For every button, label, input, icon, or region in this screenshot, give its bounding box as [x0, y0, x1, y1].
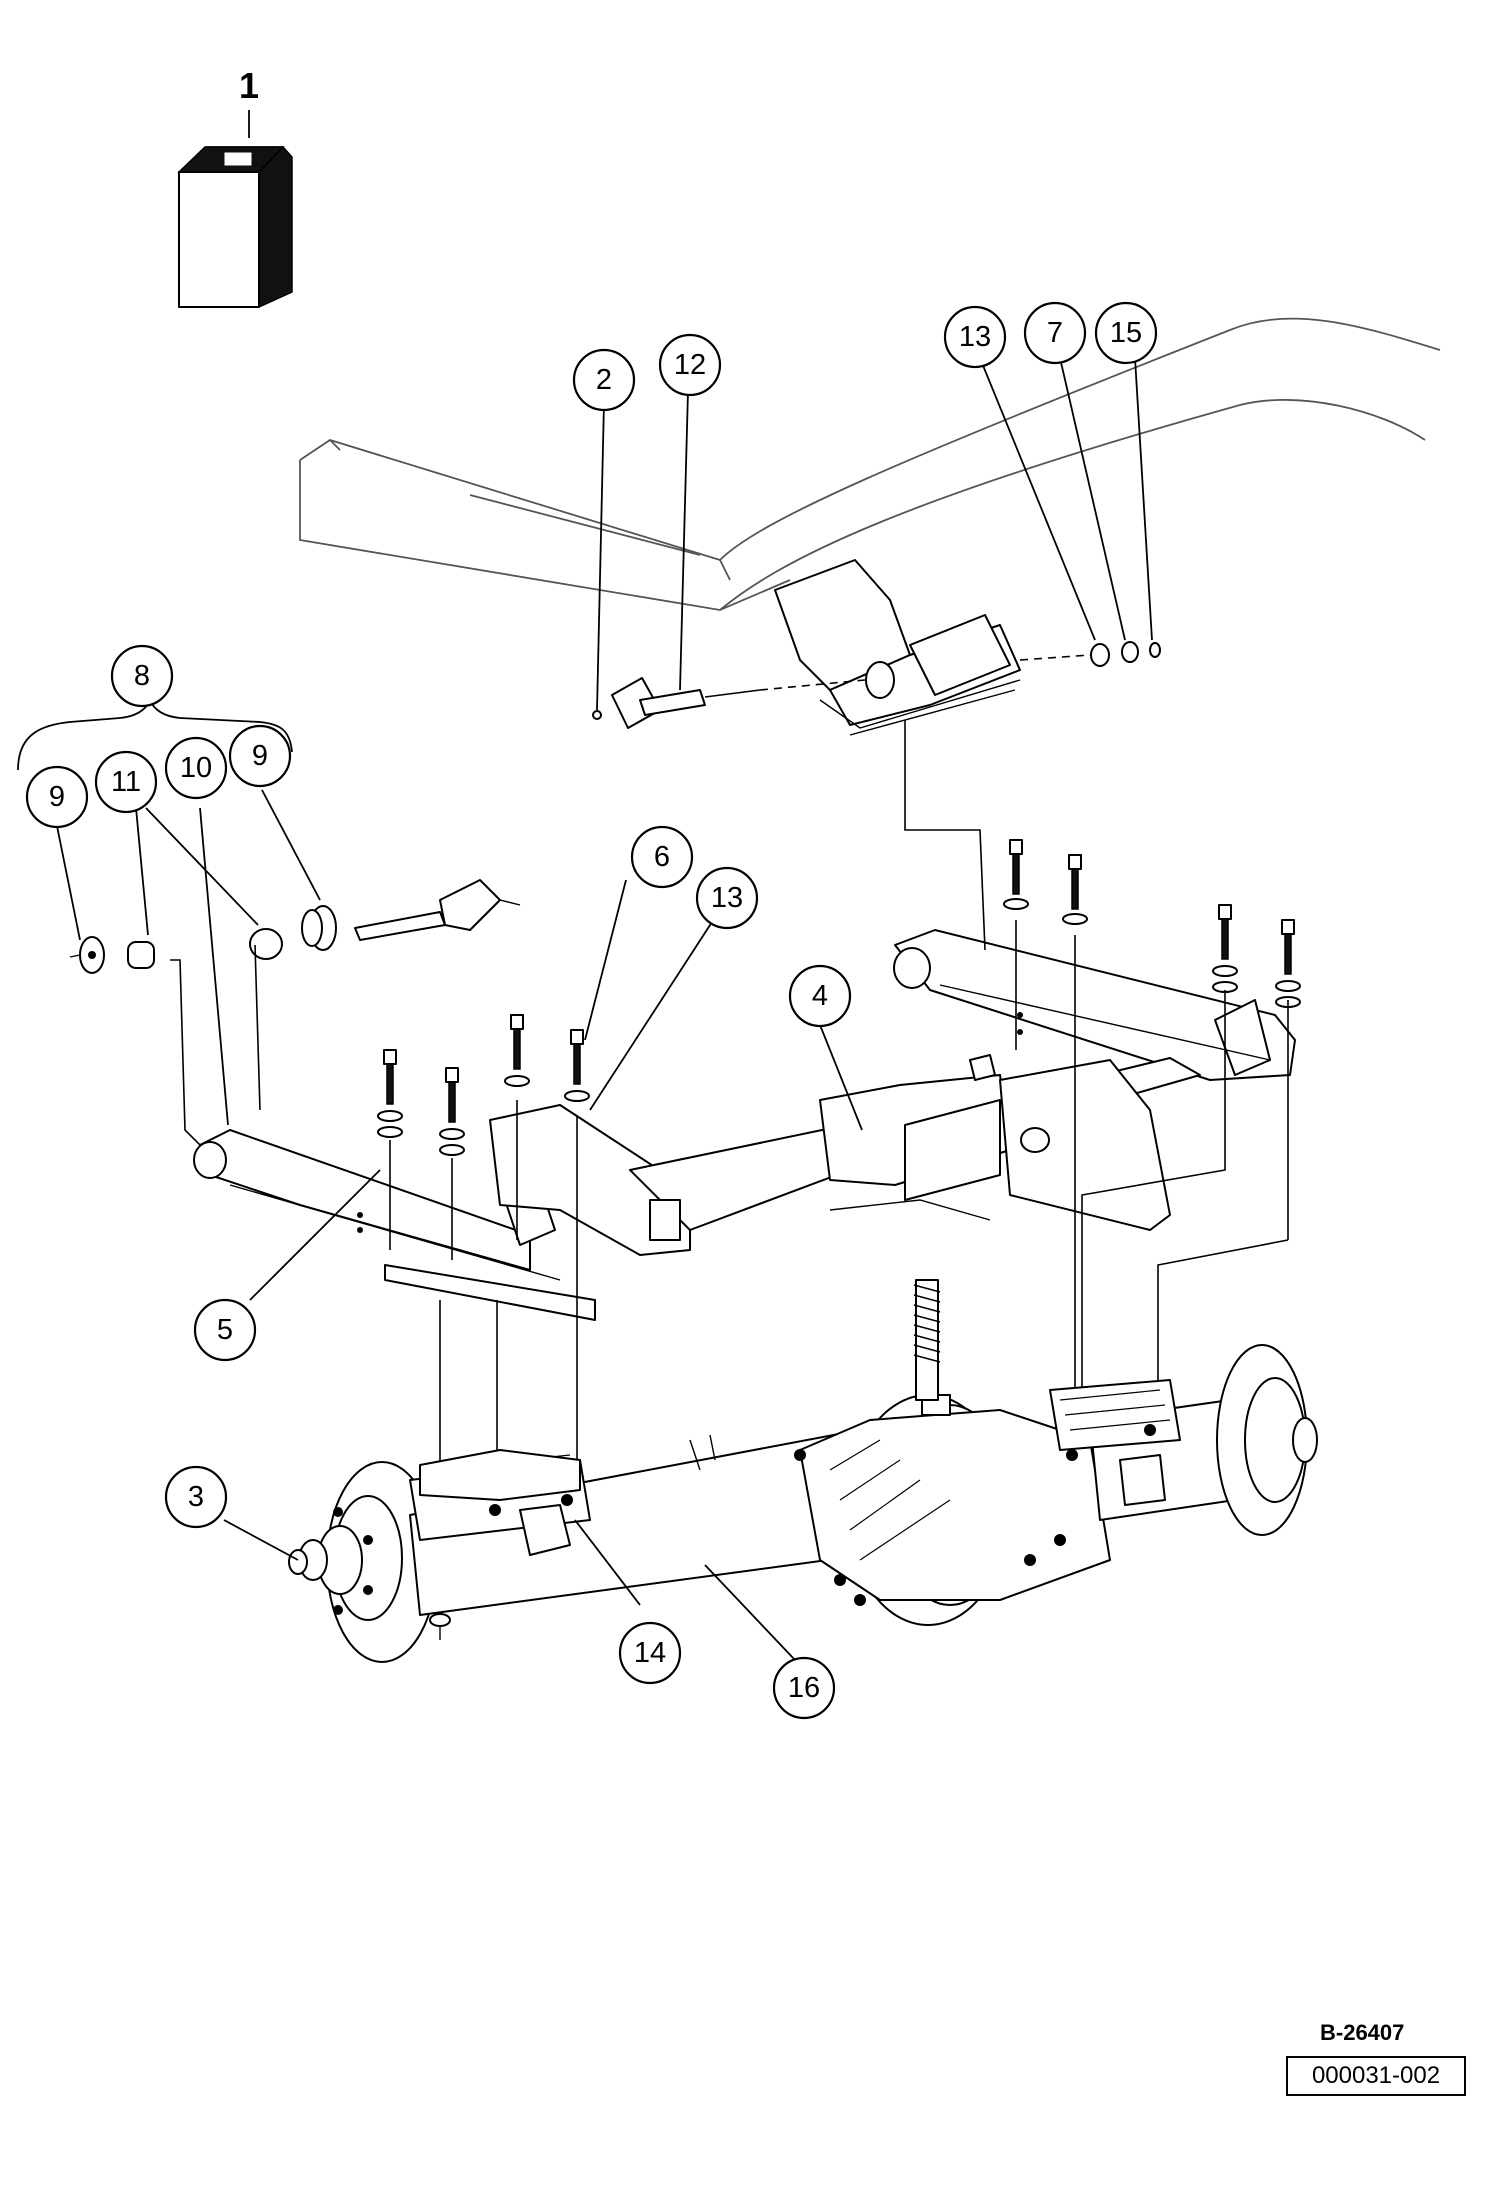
bushing-assembly-8: [17, 695, 521, 1146]
mounting-bolts-6: [377, 839, 1301, 1156]
callout-5: 5: [193, 1298, 257, 1362]
svg-text:7: 7: [1047, 317, 1063, 349]
callout-9-right: 9: [228, 724, 292, 788]
callout-3: 3: [164, 1465, 228, 1529]
kit-box-part-1: 1: [177, 65, 293, 309]
assembly-center-lines: [389, 720, 1289, 1500]
callout-4: 4: [788, 964, 852, 1028]
svg-text:12: 12: [674, 349, 706, 381]
svg-text:8: 8: [134, 660, 150, 692]
callout-11: 11: [94, 750, 158, 814]
svg-text:3: 3: [188, 1481, 204, 1513]
svg-text:10: 10: [180, 752, 212, 784]
svg-text:13: 13: [711, 882, 743, 914]
svg-text:11: 11: [111, 766, 141, 798]
page-code: 000031-002: [1311, 2062, 1441, 2089]
callout-6: 6: [630, 825, 694, 889]
callout-13-upper: 13: [943, 305, 1007, 369]
callout-9-left: 9: [25, 765, 89, 829]
callout-12: 12: [658, 333, 722, 397]
callout-15: 15: [1094, 301, 1158, 365]
svg-text:5: 5: [217, 1314, 233, 1346]
page-code-box: 000031-002: [1286, 2056, 1466, 2096]
svg-text:15: 15: [1110, 317, 1142, 349]
callout-2: 2: [572, 348, 636, 412]
callout-13-middle: 13: [695, 866, 759, 930]
callout-10: 10: [164, 736, 228, 800]
svg-text:6: 6: [654, 841, 670, 873]
callout-7: 7: [1023, 301, 1087, 365]
svg-text:13: 13: [959, 321, 991, 353]
cross-member-4: [489, 1054, 1171, 1256]
leader-lines: [56, 357, 1153, 1661]
callout-16: 16: [772, 1656, 836, 1720]
svg-text:4: 4: [812, 980, 828, 1012]
svg-text:2: 2: [596, 364, 612, 396]
right-trailing-arm: [893, 929, 1296, 1096]
svg-text:9: 9: [252, 740, 268, 772]
pivot-bolt-hardware: [592, 641, 1161, 729]
svg-text:14: 14: [634, 1637, 666, 1669]
callout-14: 14: [618, 1621, 682, 1685]
svg-text:16: 16: [788, 1672, 820, 1704]
frame-bracket: [774, 559, 1021, 736]
figure-code: B-26407: [1320, 2020, 1405, 2045]
vehicle-frame: [299, 317, 1441, 611]
callout-8: 8: [110, 644, 174, 708]
rear-axle-assembly: [288, 1279, 1318, 1663]
breather-spring: [913, 1279, 941, 1401]
kit-label: 1: [239, 65, 259, 106]
svg-text:9: 9: [49, 781, 65, 813]
